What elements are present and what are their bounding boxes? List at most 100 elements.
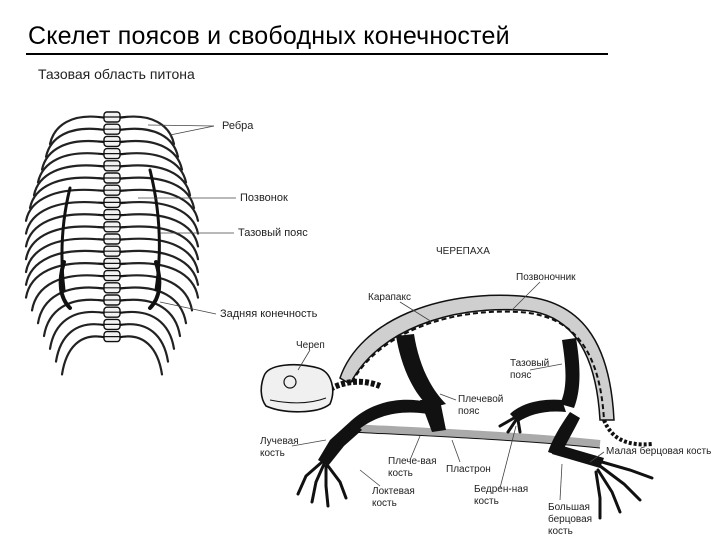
turtle-carapace: [339, 294, 615, 421]
python-rib-left: [48, 310, 108, 350]
python-rib-right: [116, 152, 188, 184]
turtle-shoulder-girdle: [396, 334, 446, 408]
leader-ribs-1: [169, 125, 215, 136]
turtle-forefoot-digit-1: [296, 460, 324, 496]
leader-plastron: [451, 439, 461, 463]
python-rib-left: [30, 274, 108, 312]
python-subtitle: Тазовая область питона: [38, 66, 195, 82]
turtle-neck: [323, 378, 382, 395]
label-vertebra: Позвонок: [240, 192, 288, 204]
label-plastron: Пластрон: [446, 464, 491, 475]
turtle-hindleg-upper-digit-3: [516, 418, 522, 434]
python-rib-right: [116, 335, 164, 376]
label-ulna: Локтевая кость: [372, 486, 415, 509]
label-skull: Череп: [296, 340, 325, 351]
python-rib-right: [116, 249, 200, 286]
turtle-hindleg-upper: [498, 416, 522, 434]
label-hind-limb: Задняя конечность: [220, 308, 318, 320]
python-rib-right: [116, 201, 200, 235]
turtle-hindfoot: [594, 460, 654, 520]
turtle-skull-eye: [283, 375, 297, 389]
turtle-forefoot-digit-2: [310, 462, 326, 504]
python-rib-left: [40, 139, 108, 171]
python-rib-left: [24, 201, 108, 235]
turtle-skull-jaw: [269, 397, 327, 404]
python-rib-right: [116, 127, 180, 158]
python-rib-left: [28, 176, 108, 210]
turtle-femur: [510, 399, 566, 422]
turtle-hindfoot-digit-2: [598, 464, 642, 502]
label-carapace: Карапакс: [368, 292, 411, 303]
python-rib-right: [116, 274, 194, 312]
turtle-forefoot-digit-3: [324, 464, 330, 508]
python-rib-left: [24, 225, 108, 261]
turtle-skeleton: [260, 281, 654, 520]
turtle-humerus: [352, 399, 428, 430]
leader-femur: [499, 425, 517, 489]
label-tibia: Большая берцовая кость: [548, 502, 593, 537]
leader-skull: [297, 349, 311, 371]
label-femur: Бедрен-ная кость: [474, 484, 529, 507]
turtle-hindfoot-digit-1: [600, 460, 654, 480]
label-pelvic-girdle-turtle: Тазовый пояс: [510, 358, 550, 381]
python-rib-left: [24, 213, 108, 248]
turtle-hindleg-upper-digit-1: [498, 416, 516, 428]
page-title: Скелет поясов и свободных конечностей: [28, 22, 510, 50]
python-rib-left: [48, 115, 108, 146]
label-shoulder-girdle: Плечевой пояс: [458, 394, 504, 417]
python-skeleton: [24, 111, 236, 376]
turtle-spine-line: [351, 310, 605, 421]
leader-pelvic-t: [529, 363, 563, 371]
turtle-title: ЧЕРЕПАХА: [436, 246, 490, 257]
leader-hindlimb: [159, 301, 217, 315]
leader-shoulder: [439, 393, 457, 401]
python-rib-right: [116, 139, 184, 171]
leader-humerus: [409, 435, 421, 461]
python-hind-limb-left: [58, 260, 72, 310]
python-rib-right: [116, 188, 200, 222]
python-rib-right: [116, 115, 176, 146]
python-rib-right: [116, 237, 200, 274]
turtle-hindfoot-digit-4: [594, 470, 602, 520]
turtle-forefoot: [296, 460, 348, 508]
label-spine: Позвоночник: [516, 272, 576, 283]
label-fibula: Малая берцовая кость: [606, 446, 712, 457]
leader-fibula: [589, 451, 605, 463]
python-rib-left: [44, 127, 108, 158]
python-rib-left: [42, 298, 108, 338]
turtle-forefoot-digit-4: [326, 464, 348, 500]
python-rib-left: [54, 323, 108, 363]
turtle-leader-lines: [291, 281, 605, 501]
turtle-hindleg-upper-digit-2: [506, 418, 518, 434]
leader-spine: [511, 281, 541, 311]
turtle-plastron-edge: [349, 431, 601, 449]
python-hind-limbs: [58, 260, 162, 310]
python-rib-left: [24, 262, 108, 299]
python-rib-right: [116, 286, 188, 325]
leader-radius: [291, 439, 327, 447]
turtle-forelimb: [318, 420, 362, 466]
label-radius: Лучевая кость: [260, 436, 299, 459]
python-rib-left: [36, 286, 108, 325]
python-rib-left: [32, 164, 108, 197]
python-rib-right: [116, 213, 200, 248]
label-pelvic-girdle: Тазовый пояс: [238, 227, 308, 239]
python-rib-left: [60, 335, 108, 376]
turtle-pelvic-girdle: [560, 338, 580, 408]
python-rib-left: [24, 237, 108, 274]
python-leader-lines: [138, 124, 236, 315]
title-underline: [26, 53, 608, 55]
turtle-tibia-fibula: [552, 444, 604, 468]
python-hind-limb-right: [148, 260, 162, 310]
turtle-hindfoot-digit-3: [596, 468, 622, 514]
python-rib-right: [116, 176, 196, 210]
python-rib-right: [116, 310, 176, 350]
turtle-plastron: [349, 424, 601, 448]
label-humerus: Плече-вая кость: [388, 456, 437, 479]
python-rib-right: [116, 164, 192, 197]
leader-ulna: [359, 469, 381, 487]
python-rib-left: [24, 249, 108, 286]
python-spine: [98, 111, 126, 343]
turtle-skull: [260, 363, 334, 413]
